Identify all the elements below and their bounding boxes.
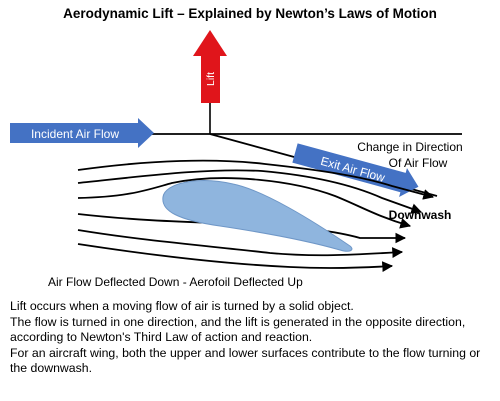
aerofoil bbox=[162, 180, 353, 252]
streamlines bbox=[77, 159, 435, 272]
downwash-label: Downwash bbox=[389, 208, 452, 222]
deflection-caption: Air Flow Deflected Down - Aerofoil Defle… bbox=[48, 275, 303, 289]
streamline bbox=[77, 159, 435, 200]
diagram-title: Aerodynamic Lift – Explained by Newton’s… bbox=[63, 6, 437, 21]
streamline bbox=[77, 169, 423, 214]
lift-arrow: Lift bbox=[193, 30, 227, 134]
lift-diagram: Lift Incident Air Flow Change in Directi… bbox=[10, 30, 463, 289]
streamline bbox=[77, 177, 412, 229]
explanation-text: Lift occurs when a moving flow of air is… bbox=[10, 299, 494, 377]
incident-air-flow-arrow: Incident Air Flow bbox=[10, 118, 154, 148]
explanation-line: For an aircraft wing, both the upper and… bbox=[10, 345, 481, 376]
change-in-direction-label: Change in Direction bbox=[357, 140, 462, 154]
incident-air-flow-label: Incident Air Flow bbox=[31, 127, 119, 141]
lift-label: Lift bbox=[205, 72, 217, 86]
streamline bbox=[77, 229, 404, 258]
of-air-flow-label: Of Air Flow bbox=[389, 156, 448, 170]
explanation-line: The flow is turned in one direction, and… bbox=[10, 314, 466, 345]
explanation-line: Lift occurs when a moving flow of air is… bbox=[10, 299, 354, 313]
streamline bbox=[77, 243, 394, 272]
